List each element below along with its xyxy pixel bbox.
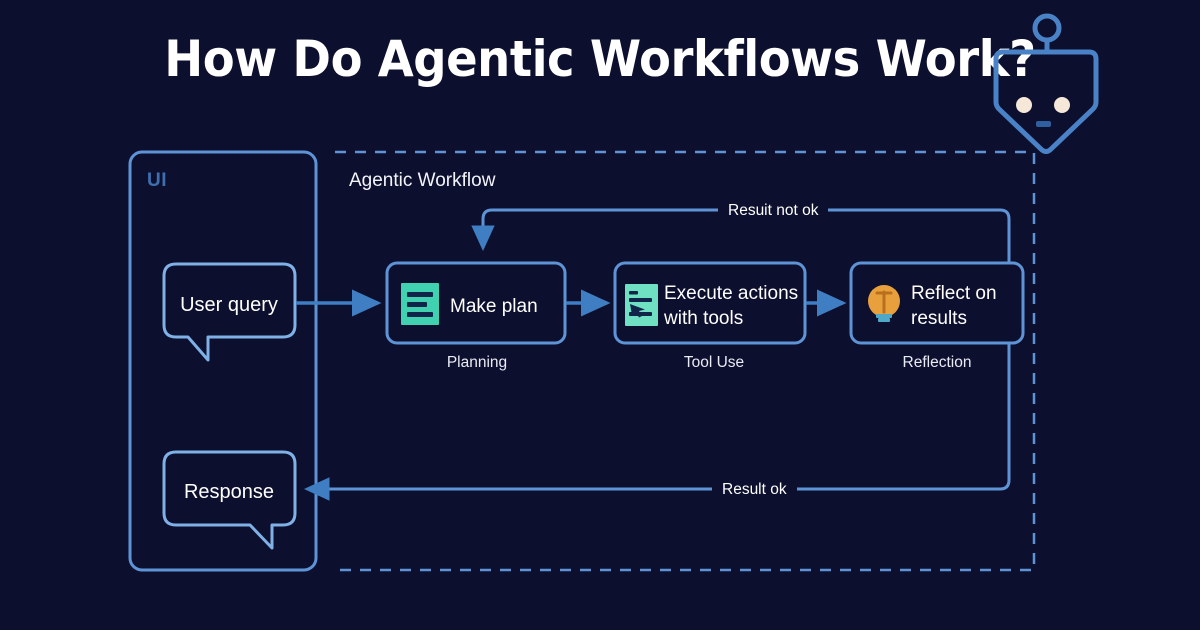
node-reflection-label: Reflect on results xyxy=(911,281,997,331)
caption-reflection: Reflection xyxy=(902,354,972,371)
ui-panel-label: UI xyxy=(147,170,167,191)
document-lines-icon xyxy=(401,283,439,325)
response-text: Response xyxy=(183,481,275,503)
node-planning-label: Make plan xyxy=(450,296,538,317)
response-bubble[interactable] xyxy=(162,450,297,550)
connector-reflect-to-response xyxy=(304,344,1011,501)
agentic-workflow-panel xyxy=(335,150,1036,572)
lightbulb-icon xyxy=(868,285,900,322)
robot-eye-left xyxy=(1016,97,1032,113)
user-query-bubble[interactable] xyxy=(162,262,297,362)
caption-tool-use: Tool Use xyxy=(683,354,745,371)
node-tool-use[interactable] xyxy=(613,261,807,345)
node-tool-use-label-line1: Execute actions xyxy=(664,283,799,304)
node-planning[interactable] xyxy=(385,261,567,345)
robot-eye-right xyxy=(1054,97,1070,113)
cursor-click-icon xyxy=(625,284,658,326)
caption-planning: Planning xyxy=(446,354,508,371)
ui-panel xyxy=(128,150,318,572)
node-reflection-label-line1: Reflect on xyxy=(911,283,997,304)
node-tool-use-label: Execute actions with tools xyxy=(664,281,798,331)
agentic-workflow-label: Agentic Workflow xyxy=(349,170,496,191)
robot-mouth xyxy=(1036,121,1051,127)
user-query-text: User query xyxy=(180,294,278,316)
node-reflection[interactable] xyxy=(849,261,1025,345)
loop-label-result-ok: Result ok xyxy=(712,481,797,499)
node-reflection-label-line2: results xyxy=(911,308,967,329)
loop-label-result-not-ok: Resuit not ok xyxy=(718,202,829,220)
node-tool-use-label-line2: with tools xyxy=(664,308,744,329)
robot-head-icon xyxy=(993,13,1099,154)
page-title: How Do Agentic Workflows Work? xyxy=(164,30,1036,88)
